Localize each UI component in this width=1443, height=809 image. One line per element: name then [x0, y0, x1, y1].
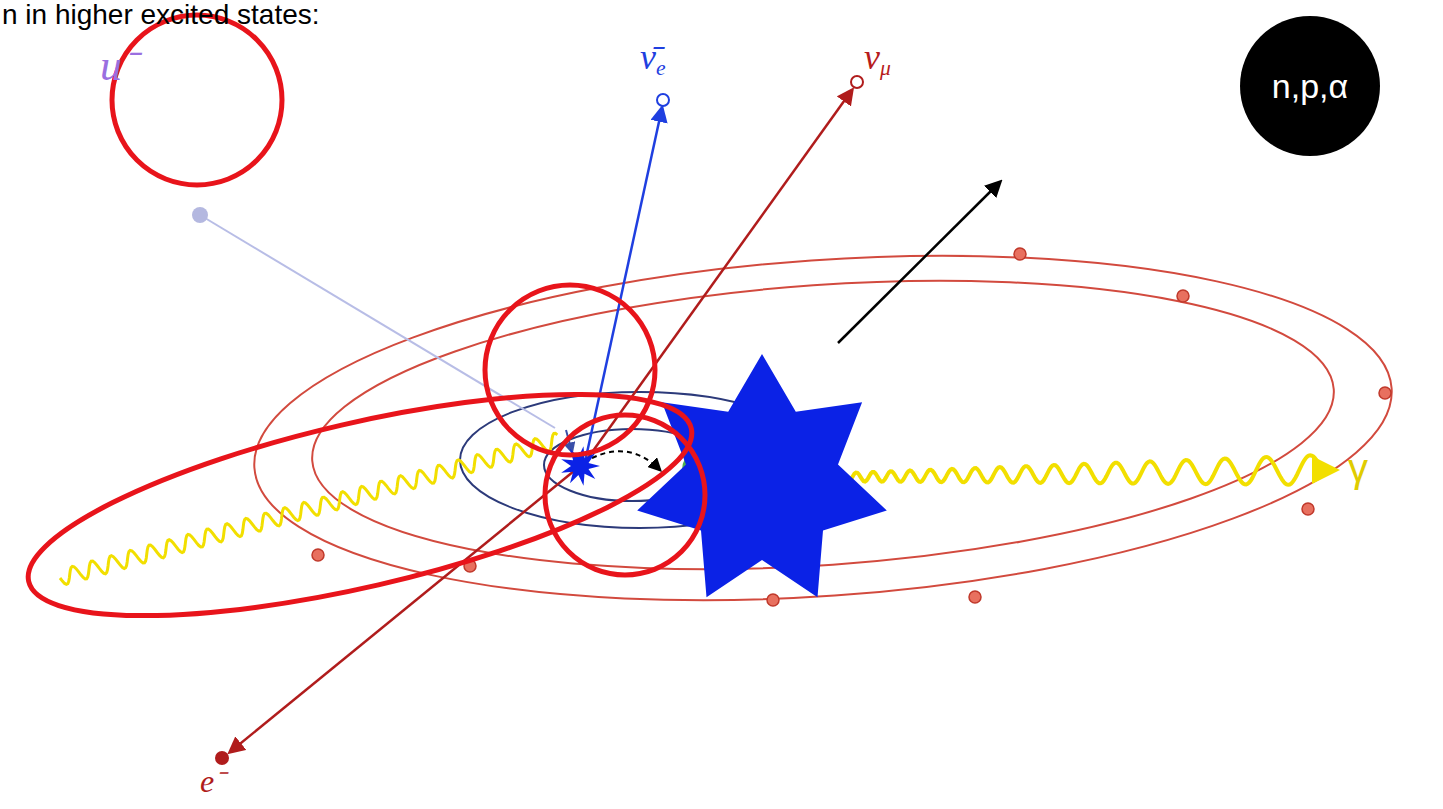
antineutrino-dot	[657, 94, 669, 106]
highlight-circles	[10, 15, 709, 661]
antineutrino-label: ν̄e	[640, 38, 666, 81]
inner-orbit	[302, 250, 1343, 601]
neutrino-track	[585, 90, 852, 462]
muon-label: u⁻	[100, 42, 137, 90]
muon-dot	[192, 207, 208, 223]
neutrino-dot	[851, 76, 863, 88]
gamma-wave-left	[60, 433, 557, 584]
particle-circle: n,p,α	[1240, 16, 1380, 156]
gamma-wave-right	[790, 455, 1318, 484]
gamma-arrowhead	[1312, 456, 1340, 484]
emission-arrow	[838, 182, 1000, 343]
gamma-label: γ	[1348, 446, 1368, 490]
capture-arrow	[592, 451, 660, 470]
neutrino-label: νμ	[864, 38, 891, 81]
electron-dot	[215, 751, 229, 765]
particle-names: n,p,α	[1272, 67, 1348, 106]
electron-label: e⁻	[200, 764, 225, 799]
slide-text: n in higher excited states:	[2, 0, 320, 31]
electron-track	[230, 462, 585, 752]
